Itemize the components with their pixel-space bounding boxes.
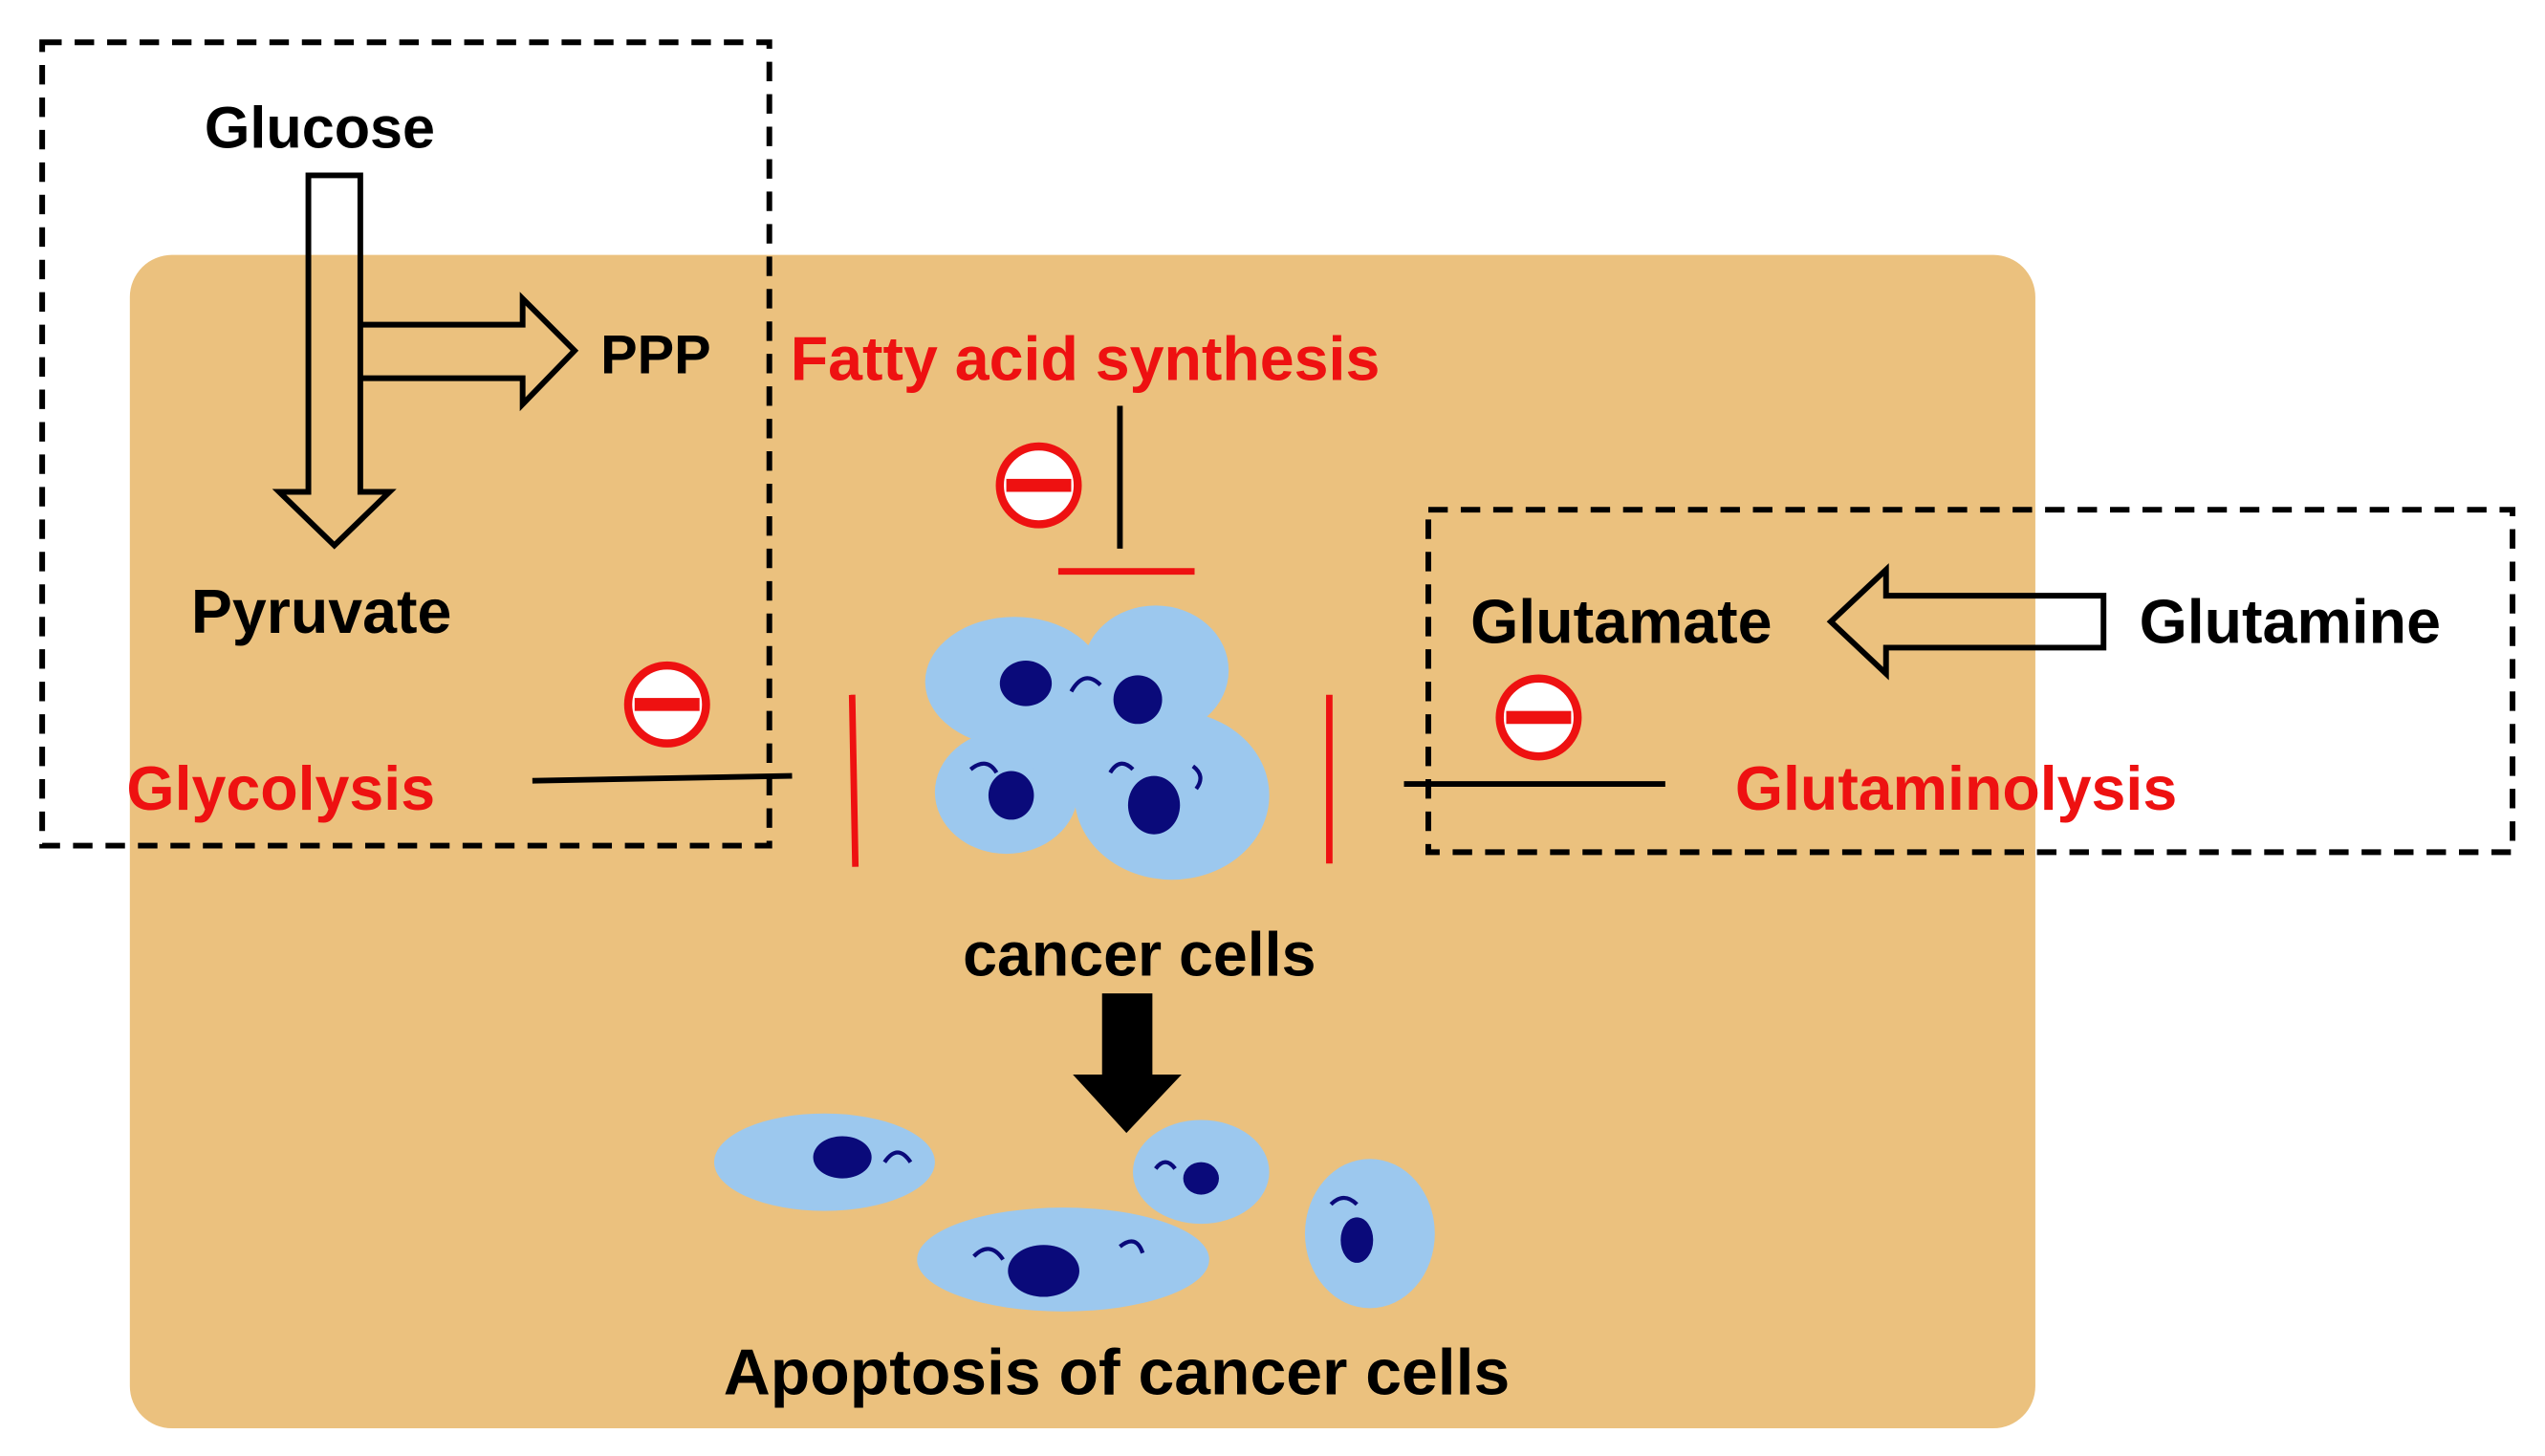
glycolysis-inhibit-line (532, 772, 793, 784)
ppp-label: PPP (600, 325, 711, 386)
glucose-pathway-box (39, 39, 772, 849)
glucose-to-pyruvate-arrow (272, 172, 397, 550)
fatty-acid-synthesis-label: Fatty acid synthesis (791, 324, 1381, 393)
inhibition-icon (623, 661, 710, 748)
apoptotic-cells-icon (713, 1113, 1435, 1312)
glycolysis-blunt-end (848, 694, 859, 867)
glutamine-to-glutamate-arrow (1826, 563, 2107, 681)
branch-to-ppp-arrow (359, 292, 579, 412)
inhibition-icon (1495, 674, 1582, 761)
glutamine-label: Glutamine (2140, 587, 2441, 656)
glycolysis-label: Glycolysis (126, 754, 435, 823)
cell-panel (129, 254, 2035, 1429)
to-apoptosis-arrow (1073, 993, 1182, 1134)
apoptosis-label: Apoptosis of cancer cells (724, 1336, 1510, 1408)
pyruvate-label: Pyruvate (191, 577, 452, 646)
inhibition-icon (995, 442, 1082, 529)
glucose-label: Glucose (205, 96, 435, 161)
glutamate-label: Glutamate (1470, 587, 1772, 656)
cancer-cells-label: cancer cells (963, 920, 1316, 989)
glutaminolysis-label: Glutaminolysis (1735, 754, 2177, 823)
cancer-cells-icon (924, 605, 1270, 880)
